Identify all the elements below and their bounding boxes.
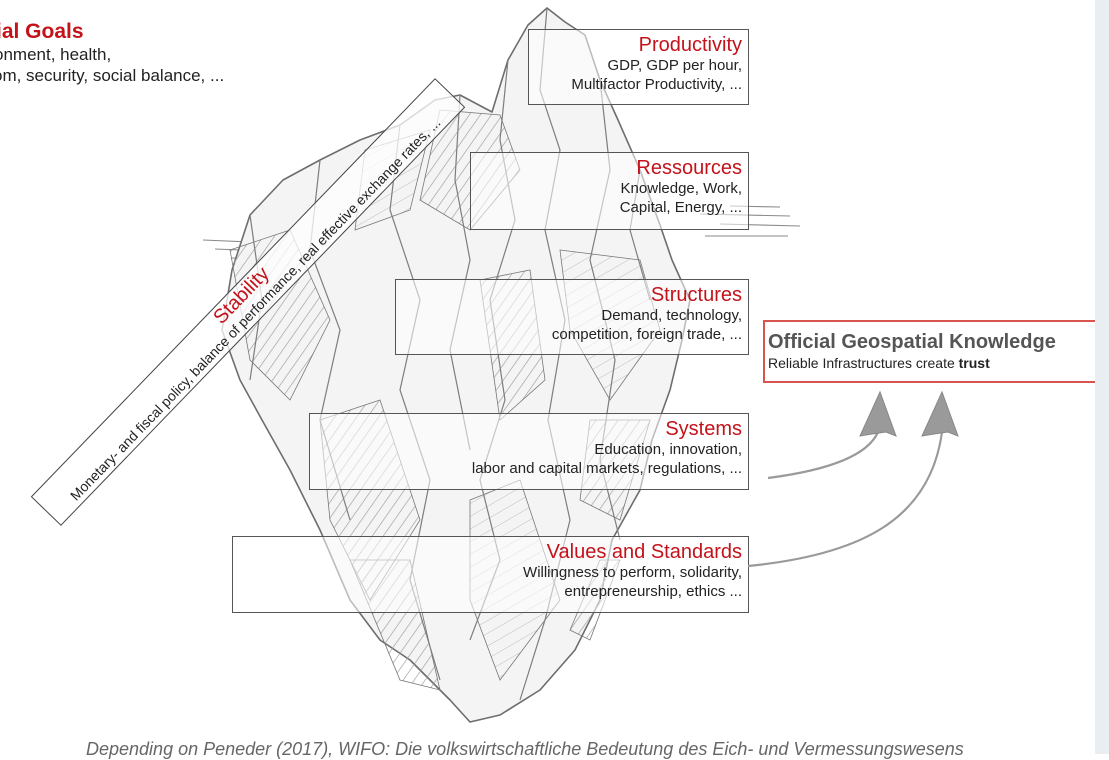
layer-box-productivity: Productivity GDP, GDP per hour, Multifac… [528, 29, 749, 105]
social-goals-line-2: om, security, social balance, ... [0, 66, 225, 85]
citation-text: Depending on Peneder (2017), WIFO: Die v… [86, 739, 964, 759]
scrollbar[interactable] [1095, 0, 1109, 754]
layer-box-structures: Structures Demand, technology, competiti… [395, 279, 749, 355]
layer-line-2: labor and capital markets, regulations, … [471, 460, 742, 477]
social-goals-block: ial Goals onment, health, om, security, … [0, 20, 224, 86]
layer-line-1: Willingness to perform, solidarity, [523, 564, 742, 581]
layer-line-2: Capital, Energy, ... [619, 199, 742, 216]
layer-box-ressources: Ressources Knowledge, Work, Capital, Ene… [470, 152, 749, 230]
layer-box-values-and-standards: Values and Standards Willingness to perf… [232, 536, 749, 613]
arrow-values-to-knowledge [747, 431, 944, 568]
layer-title: Values and Standards [546, 541, 742, 563]
official-knowledge-line-bold: trust [958, 355, 990, 371]
social-goals-line-1: onment, health, [0, 45, 112, 64]
official-geospatial-knowledge-box: Official Geospatial Knowledge Reliable I… [763, 320, 1104, 383]
arrow-systems-to-knowledge-head [859, 390, 897, 437]
arrow-systems-to-knowledge [767, 431, 880, 480]
layer-line-2: entrepreneurship, ethics ... [564, 583, 742, 600]
official-knowledge-line: Reliable Infrastructures create trust [768, 354, 1102, 372]
layer-title: Structures [650, 284, 742, 306]
official-knowledge-title: Official Geospatial Knowledge [768, 331, 1056, 353]
layer-line-1: Education, innovation, [594, 441, 742, 458]
layer-line-1: Knowledge, Work, [620, 180, 742, 197]
layer-title: Productivity [638, 34, 742, 56]
layer-line-1: GDP, GDP per hour, [607, 57, 742, 74]
layer-line-1: Demand, technology, [601, 307, 742, 324]
layer-title: Ressources [636, 157, 742, 179]
official-knowledge-line-text: Reliable Infrastructures create [768, 355, 959, 371]
arrow-values-to-knowledge-head [921, 390, 959, 437]
social-goals-title: ial Goals [0, 20, 84, 43]
layer-line-2: Multifactor Productivity, ... [571, 76, 742, 93]
layer-box-systems: Systems Education, innovation, labor and… [309, 413, 749, 490]
layer-title: Systems [665, 418, 742, 440]
layer-line-2: competition, foreign trade, ... [551, 326, 742, 343]
